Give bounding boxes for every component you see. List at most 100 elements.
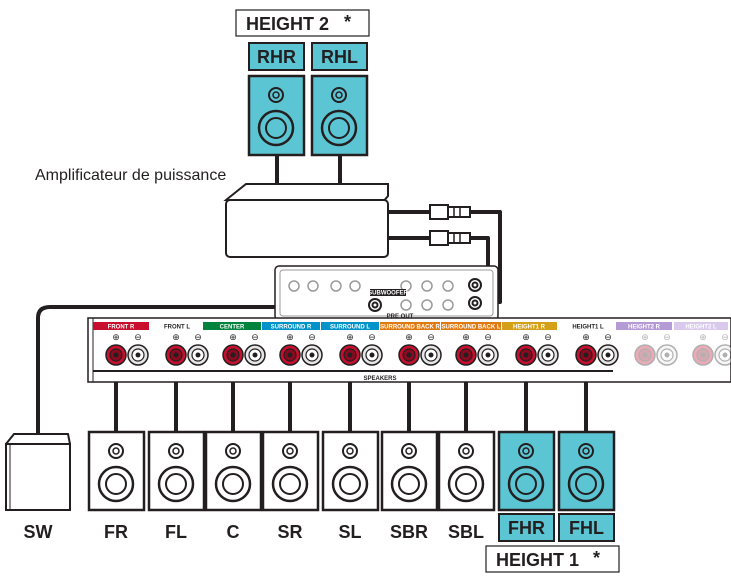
svg-text:SURROUND BACK L: SURROUND BACK L [442,325,501,331]
plus-symbol: ⊕ [405,332,413,342]
speaker-rhl [310,74,369,157]
label-sbl: SBL [448,522,484,542]
svg-text:HEIGHT2 L: HEIGHT2 L [685,325,717,331]
rhr-label-box [248,42,305,71]
height2-title-box [235,9,370,37]
height2-group: HEIGHT 2 * RHR RHL [235,9,370,157]
terminal-hole [428,352,434,358]
subwoofer [5,433,71,511]
terminal-hole [135,352,141,358]
terminal-pair: ⊕⊖ [398,332,442,366]
speaker-fl [147,430,206,512]
terminal-hole [369,352,375,358]
terminal-hole [664,352,670,358]
terminal-hole [173,352,179,358]
height1-title: HEIGHT 1 [496,550,579,570]
terminal-hole [252,352,258,358]
speaker-fhr [497,430,556,512]
terminal-hole [583,352,589,358]
speaker-fhl [557,430,616,512]
svg-text:SURROUND BACK R: SURROUND BACK R [380,325,440,331]
terminal-ring [696,348,710,362]
minus-symbol: ⊖ [604,332,612,342]
rhl-label-box [311,42,368,71]
plus-symbol: ⊕ [172,332,180,342]
speaker-c [204,430,263,512]
terminal-pair: ⊕⊖ [165,332,209,366]
preout-label: PRE OUT [387,314,414,320]
minus-symbol: ⊖ [308,332,316,342]
terminal-pair: ⊕⊖ [575,332,619,366]
label-sl: SL [338,522,361,542]
speaker-sbr [380,430,439,512]
minus-symbol: ⊖ [368,332,376,342]
terminal-hole [113,352,119,358]
terminal-hole [463,352,469,358]
terminal-pair: ⊕⊖ [692,332,731,366]
minus-symbol: ⊖ [427,332,435,342]
fhl-label-box [558,513,615,542]
svg-text:HEIGHT1 L: HEIGHT1 L [572,325,604,331]
minus-symbol: ⊖ [663,332,671,342]
subwoofer-port-label: SUBWOOFER [368,291,408,297]
plus-symbol: ⊕ [112,332,120,342]
minus-symbol: ⊖ [251,332,259,342]
svg-text:FRONT L: FRONT L [164,325,190,331]
negative-terminal [714,344,731,366]
height2-title: HEIGHT 2 [246,14,329,34]
fhl-label: FHL [569,518,604,538]
plus-symbol: ⊕ [462,332,470,342]
terminal-hole [700,352,706,358]
height1-asterisk: * [593,548,600,568]
terminal-ring [660,348,674,362]
terminal-ring [638,348,652,362]
terminal-pair: ⊕⊖ [339,332,383,366]
negative-terminal [656,344,678,366]
minus-symbol: ⊖ [484,332,492,342]
label-fl: FL [165,522,187,542]
terminal-pair: ⊕⊖ [279,332,323,366]
terminal-hole [195,352,201,358]
terminal-pair: ⊕⊖ [222,332,266,366]
svg-text:SURROUND L: SURROUND L [330,325,370,331]
speaker-terminals: ⊕⊖⊕⊖⊕⊖⊕⊖⊕⊖⊕⊖⊕⊖⊕⊖⊕⊖⊕⊖⊕⊖ [105,332,731,366]
plus-symbol: ⊕ [286,332,294,342]
floor-speaker-labels: FR FL C SR SL SBR SBL [104,522,484,542]
fhr-label: FHR [508,518,545,538]
speaker-fr [87,430,146,512]
amplifier-label: Amplificateur de puissance [35,167,226,184]
receiver-speaker-panel: SPEAKERS FRONT R FRONT L CENTER SURROUND… [87,317,731,383]
plus-symbol: ⊕ [582,332,590,342]
floor-speakers [87,430,616,512]
label-fr: FR [104,522,128,542]
plus-symbol: ⊕ [522,332,530,342]
plus-symbol: ⊕ [229,332,237,342]
fhr-label-box [498,513,555,542]
terminal-hole [722,352,728,358]
rhl-label: RHL [321,47,358,67]
terminal-hole [309,352,315,358]
label-c: C [227,522,240,542]
terminal-hole [605,352,611,358]
minus-symbol: ⊖ [544,332,552,342]
terminal-pair: ⊕⊖ [105,332,149,366]
channel-label-bars: FRONT R FRONT L CENTER SURROUND R SURROU… [93,322,728,331]
positive-terminal [692,344,714,366]
plus-symbol: ⊕ [641,332,649,342]
plus-symbol: ⊕ [699,332,707,342]
positive-terminal [634,344,656,366]
svg-text:CENTER: CENTER [220,325,245,331]
terminal-hole [642,352,648,358]
label-sbr: SBR [390,522,428,542]
svg-text:FRONT R: FRONT R [108,325,135,331]
plus-symbol: ⊕ [346,332,354,342]
terminal-pair: ⊕⊖ [455,332,499,366]
speaker-sbl [437,430,496,512]
height1-title-box [485,545,620,573]
label-sw: SW [24,522,53,542]
label-sr: SR [277,522,302,542]
terminal-pair: ⊕⊖ [515,332,559,366]
minus-symbol: ⊖ [721,332,729,342]
terminal-hole [523,352,529,358]
minus-symbol: ⊖ [134,332,142,342]
